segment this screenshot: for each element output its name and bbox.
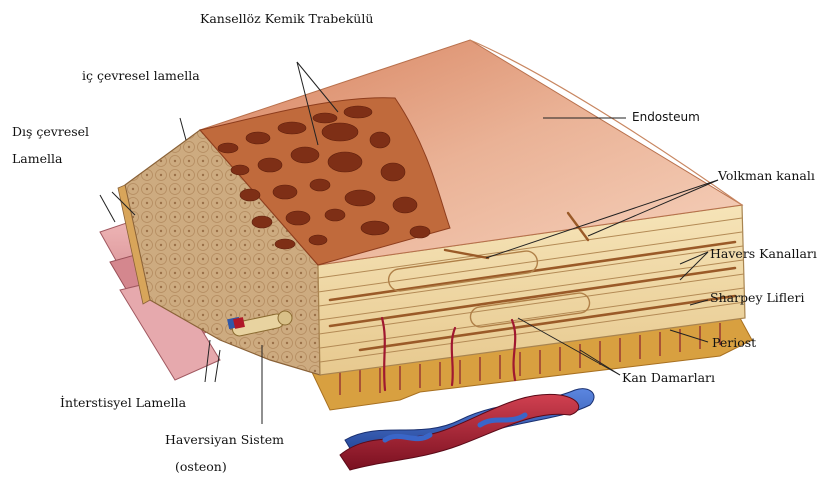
label-blood-vessels: Kan Damarları: [622, 370, 715, 385]
label-outer-circumferential-2: Lamella: [12, 151, 62, 166]
label-kansellos-trabecula: Kansellöz Kemik Trabekülü: [200, 11, 373, 26]
label-inner-circumferential-lamella: iç çevresel lamella: [82, 68, 200, 83]
label-sharpey-fibers: Sharpey Lifleri: [710, 290, 804, 305]
label-endosteum: Endosteum: [632, 110, 700, 124]
label-haversian-system: Haversiyan Sistem: [165, 432, 284, 447]
label-periost: Periost: [712, 335, 756, 350]
label-osteon: (osteon): [175, 459, 227, 474]
label-interstitial-lamella: İnterstisyel Lamella: [60, 395, 186, 410]
label-volkman-canal: Volkman kanalı: [718, 168, 815, 183]
label-havers-canals: Havers Kanalları: [710, 246, 817, 261]
label-outer-circumferential-1: Dış çevresel: [12, 124, 89, 139]
